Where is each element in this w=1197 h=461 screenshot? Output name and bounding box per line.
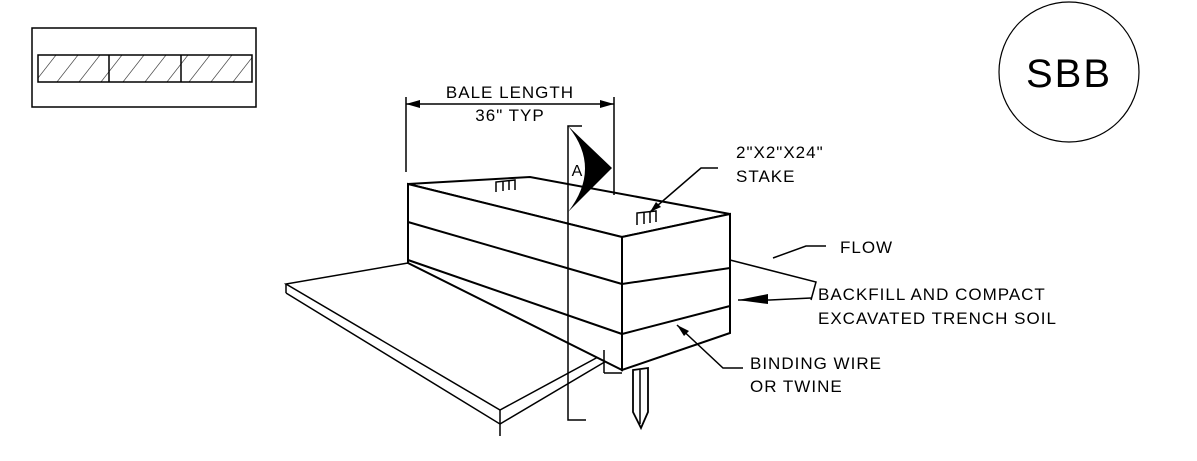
- stake-bottom: [632, 366, 649, 431]
- stake-label-line1: 2"X2"X24": [736, 143, 824, 162]
- stake-label-line2: STAKE: [736, 167, 795, 186]
- bale-length-label: BALE LENGTH: [446, 83, 574, 102]
- binding-label-line1: BINDING WIRE: [750, 354, 882, 373]
- section-marker-a: A: [567, 125, 612, 421]
- sbb-symbol-text: SBB: [1026, 52, 1112, 96]
- sbb-symbol: SBB: [998, 1, 1140, 143]
- dimension-bale-length: BALE LENGTH 36" TYP: [405, 83, 615, 195]
- section-marker-text: A: [572, 163, 583, 180]
- stake-callout: 2"X2"X24" STAKE: [649, 143, 824, 213]
- ground-slab: [283, 259, 817, 436]
- flow-label: FLOW: [840, 238, 893, 257]
- backfill-label-line1: BACKFILL AND COMPACT: [818, 285, 1046, 304]
- bale-length-typ-label: 36" TYP: [475, 106, 544, 125]
- legend-box: [31, 27, 257, 108]
- backfill-callout: BACKFILL AND COMPACT EXCAVATED TRENCH SO…: [738, 285, 1057, 328]
- straw-bale: [407, 175, 731, 374]
- binding-label-line2: OR TWINE: [750, 377, 843, 396]
- backfill-label-line2: EXCAVATED TRENCH SOIL: [818, 309, 1057, 328]
- stake-top-symbol: [495, 179, 657, 225]
- binding-callout: BINDING WIRE OR TWINE: [676, 324, 882, 396]
- flow-callout: FLOW: [772, 238, 893, 259]
